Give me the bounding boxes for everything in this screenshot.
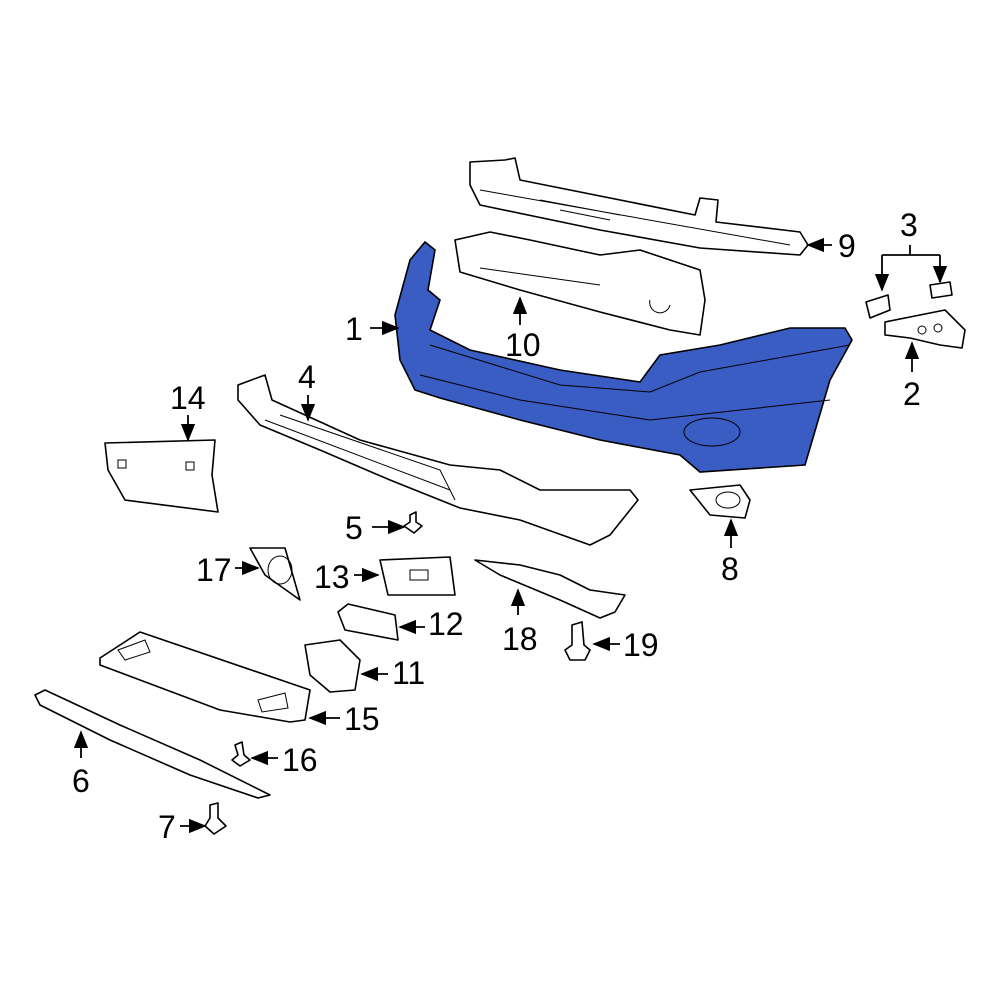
part-3-caps[interactable] (865, 281, 953, 319)
callout-15: 15 (344, 701, 380, 737)
callout-5: 5 (345, 510, 363, 546)
part-6-strip[interactable] (34, 689, 271, 799)
part-8-fog-bezel[interactable] (689, 484, 751, 519)
callout-13: 13 (314, 559, 350, 595)
callout-18: 18 (502, 621, 538, 657)
part-11-bracket[interactable] (304, 639, 361, 693)
callout-16: 16 (282, 742, 318, 778)
callout-9: 9 (838, 228, 856, 264)
callout-2: 2 (903, 376, 921, 412)
part-2-bracket[interactable] (884, 309, 966, 349)
part-10-absorber[interactable] (454, 231, 706, 336)
part-15-shield[interactable] (99, 631, 311, 723)
callout-7: 7 (158, 809, 176, 845)
part-7-clip[interactable] (204, 802, 227, 835)
part-12-cover[interactable] (337, 603, 399, 641)
part-19-bolt[interactable] (564, 621, 591, 661)
callout-17: 17 (196, 552, 232, 588)
callout-6: 6 (72, 763, 90, 799)
part-16-clip[interactable] (231, 741, 251, 767)
callout-11: 11 (392, 655, 425, 691)
part-1-bumper-cover[interactable] (394, 240, 853, 473)
part-4-lower-grille[interactable] (237, 374, 639, 546)
callout-10: 10 (505, 327, 541, 363)
callout-1: 1 (345, 311, 363, 347)
part-14-license-bracket[interactable] (104, 439, 219, 513)
part-13-insert[interactable] (379, 556, 456, 596)
bumper-cover-shape (394, 240, 853, 473)
callout-labels: 1 2 3 4 5 6 7 8 9 10 11 12 13 14 15 16 1… (72, 207, 921, 845)
part-18-bracket[interactable] (474, 559, 626, 619)
callout-3: 3 (900, 207, 918, 243)
leader-lines (73, 237, 948, 834)
callout-12: 12 (428, 606, 464, 642)
part-9-reinforcement[interactable] (469, 157, 809, 256)
callout-19: 19 (623, 627, 659, 663)
callout-8: 8 (721, 551, 739, 587)
callout-4: 4 (298, 359, 316, 395)
callout-14: 14 (170, 380, 206, 416)
part-5-clip[interactable] (403, 511, 423, 534)
part-17-bezel[interactable] (249, 547, 301, 601)
